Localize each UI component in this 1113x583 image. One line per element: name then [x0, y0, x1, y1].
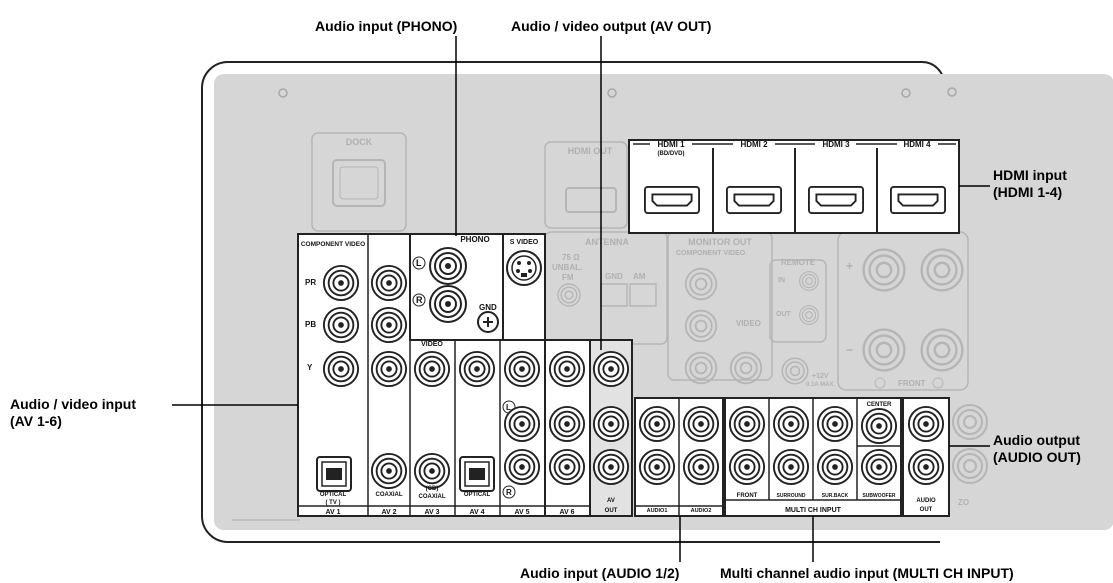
cd-label: (CD) — [426, 486, 439, 492]
tv-label: ( TV ) — [326, 500, 341, 506]
av4-label: AV 4 — [469, 509, 484, 516]
monitor-video-label: VIDEO — [736, 319, 761, 328]
trigger-label: +12V — [812, 373, 829, 380]
remote-label: REMOTE — [781, 258, 816, 267]
callout-av-input-line2: (AV 1-6) — [10, 413, 62, 429]
callout-audio12: Audio input (AUDIO 1/2) — [520, 565, 680, 581]
av6-label: AV 6 — [559, 509, 574, 516]
hdmi2-label: HDMI 2 — [740, 140, 768, 149]
av-out-block: AV OUT — [589, 339, 633, 517]
callout-av-out: Audio / video output (AV OUT) — [511, 18, 712, 34]
trigger-sub: 0.1A MAX. — [806, 382, 835, 388]
audio2-label: AUDIO2 — [691, 508, 712, 514]
coaxial-av3-label: COAXIAL — [419, 494, 446, 500]
phono-r-label: R — [416, 295, 423, 305]
antenna-am: AM — [633, 272, 646, 281]
leader-lines — [172, 36, 990, 562]
video-row-label: VIDEO — [421, 341, 443, 348]
antenna-unbal: UNBAL. — [552, 263, 582, 272]
av5-l-label: L — [506, 403, 511, 412]
av1-label: AV 1 — [325, 509, 340, 516]
pr-label: PR — [305, 278, 316, 287]
coaxial-av2-label: COAXIAL — [376, 492, 403, 498]
antenna-label: ANTENNA — [585, 237, 629, 247]
av-out-label-2: OUT — [605, 508, 618, 514]
hdmi1-label: HDMI 1 — [657, 140, 685, 149]
callout-multi-ch: Multi channel audio input (MULTI CH INPU… — [720, 565, 1014, 581]
dock-port: DOCK — [311, 132, 407, 232]
hdmi1-sub-label: (BD/DVD) — [658, 151, 685, 157]
callout-hdmi-line2: (HDMI 1-4) — [993, 184, 1063, 200]
monitor-out-label: MONITOR OUT — [688, 237, 752, 247]
callout-audio-out-line2: (AUDIO OUT) — [993, 449, 1081, 465]
phono-block: PHONO L R GND — [409, 233, 504, 341]
hdmi3-label: HDMI 3 — [822, 140, 850, 149]
hdmi-out-port: HDMI OUT — [544, 141, 628, 229]
callout-av-input-line1: Audio / video input — [10, 396, 136, 412]
remote-in-label: IN — [778, 277, 785, 284]
audio1-label: AUDIO1 — [647, 508, 668, 514]
center-label: CENTER — [867, 402, 892, 408]
multi-front-label: FRONT — [737, 493, 758, 499]
av2-label: AV 2 — [381, 509, 396, 516]
callout-phono: Audio input (PHONO) — [315, 18, 458, 34]
multi-ch-input-label: MULTI CH INPUT — [785, 507, 842, 514]
zone-label: ZO — [958, 498, 969, 507]
surback-label: SUR.BACK — [822, 493, 849, 499]
phono-l-label: L — [416, 258, 422, 268]
audio-out-label-2: OUT — [920, 507, 933, 513]
av3-label: AV 3 — [424, 509, 439, 516]
y-label: Y — [307, 363, 313, 372]
av5-label: AV 5 — [514, 509, 529, 516]
remote-out-label: OUT — [776, 311, 792, 318]
zone-jacks: ZO — [952, 404, 988, 507]
svg-text:−: − — [846, 343, 853, 357]
remote-section: REMOTE IN OUT +12V 0.1A MAX. — [769, 258, 835, 388]
subwoofer-label: SUBWOOFER — [862, 493, 895, 499]
av-out-label-1: AV — [607, 498, 615, 504]
speaker-front-label: FRONT — [898, 379, 926, 388]
hdmi4-label: HDMI 4 — [903, 140, 931, 149]
antenna-gnd: GND — [605, 272, 623, 281]
audio-out-label-1: AUDIO — [916, 498, 936, 504]
antenna-fm: FM — [562, 273, 574, 282]
pb-label: PB — [305, 320, 316, 329]
optical-av4-label: OPTICAL — [464, 492, 491, 498]
hdmi-inputs: HDMI 1 (BD/DVD) HDMI 2 HDMI 3 HDMI 4 — [628, 139, 960, 234]
audio-out-block: AUDIO OUT — [902, 397, 950, 517]
hdmi-out-label: HDMI OUT — [568, 146, 613, 156]
antenna-ohm: 75 Ω — [562, 253, 580, 262]
phono-gnd-label: GND — [479, 303, 497, 312]
monitor-component-label: COMPONENT VIDEO — [676, 250, 746, 257]
callout-audio-out-line1: Audio output — [993, 432, 1081, 448]
av5-av6-block: L R AV 6 — [502, 339, 591, 517]
dock-label: DOCK — [346, 137, 373, 147]
audio12-block: AUDIO1 AUDIO2 — [634, 397, 724, 517]
av5-r-label: R — [506, 488, 512, 497]
callout-hdmi-line1: HDMI input — [993, 167, 1067, 183]
surround-label: SURROUND — [777, 493, 806, 499]
s-video-block: S VIDEO — [502, 233, 546, 341]
s-video-label: S VIDEO — [510, 239, 539, 246]
optical-av1-label: OPTICAL — [320, 492, 347, 498]
phono-label: PHONO — [460, 235, 489, 244]
component-video-label: COMPONENT VIDEO — [301, 241, 365, 248]
svg-text:+: + — [846, 259, 853, 273]
multi-ch-block: CENTER FRONT SURROUND SUR.BACK SUBWOOFER… — [724, 397, 902, 517]
